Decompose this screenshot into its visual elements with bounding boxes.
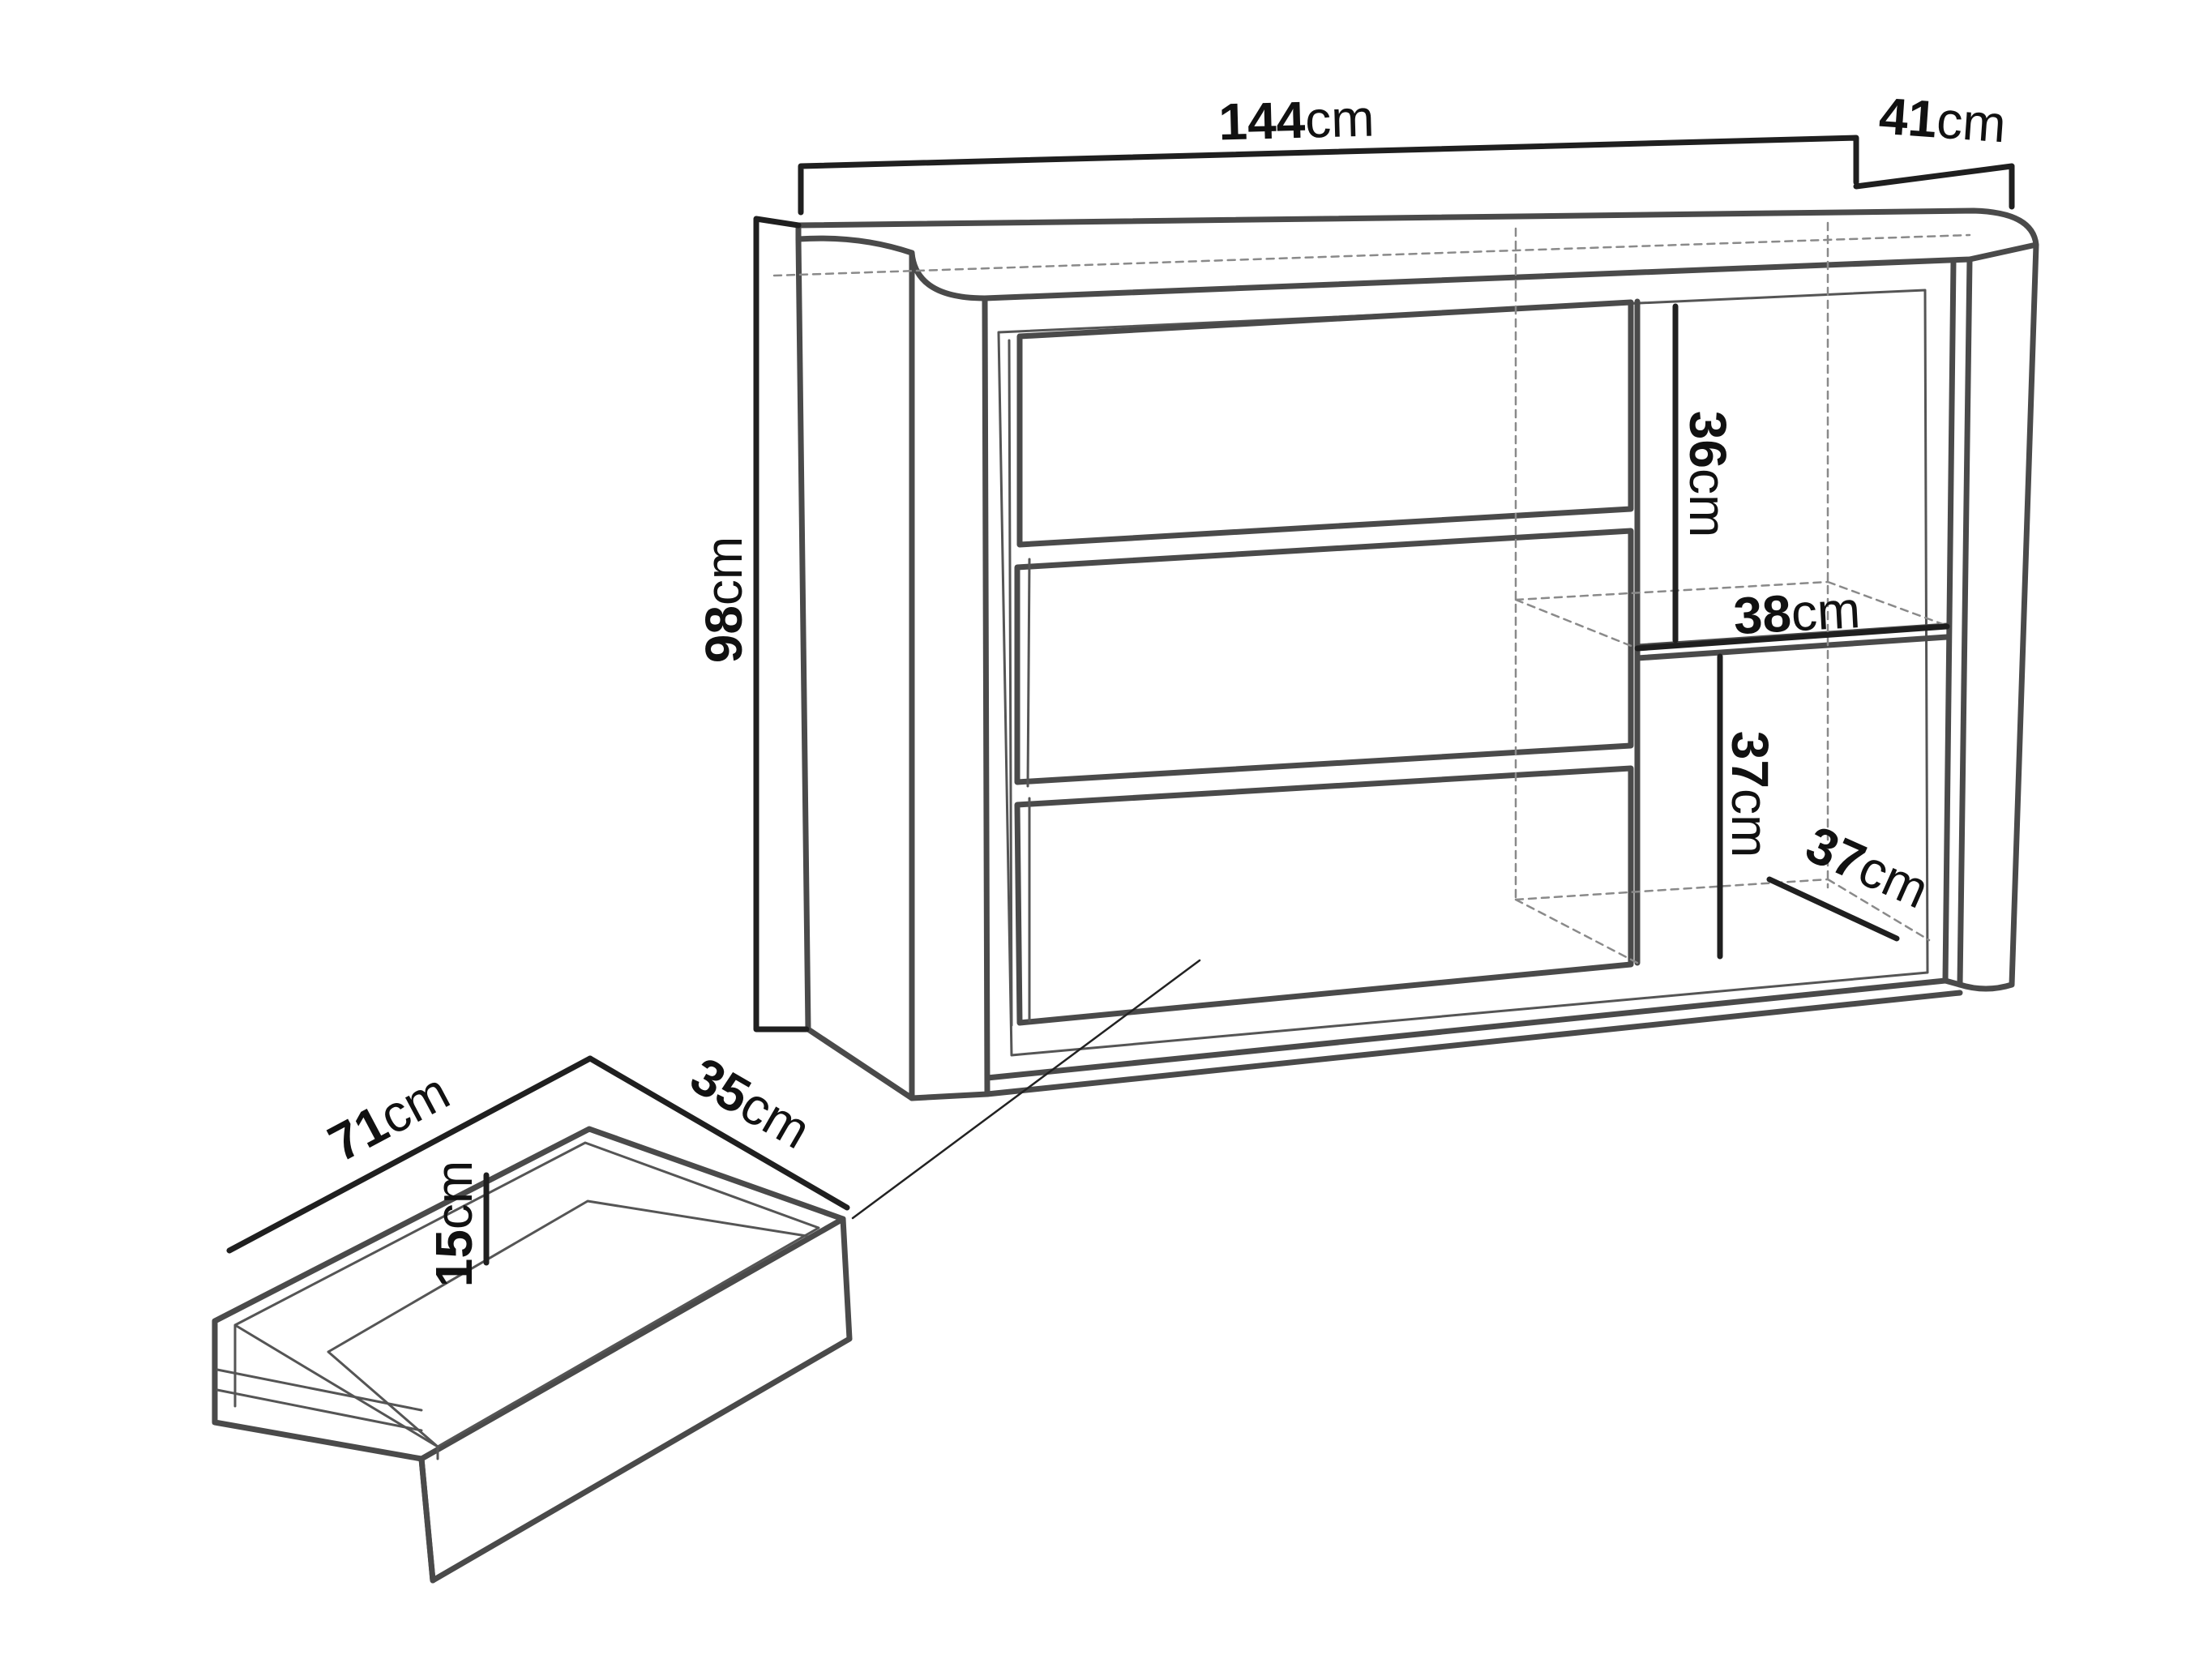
drawer-outer-box bbox=[212, 1126, 853, 1584]
drawer-side-edges bbox=[1008, 339, 1031, 1027]
dim-line-depth bbox=[1853, 163, 2015, 210]
dim-line-shelf-width bbox=[1634, 623, 1950, 652]
label-shelf-upper-unit: cm bbox=[1679, 468, 1737, 537]
label-drawer-height: 15cm bbox=[425, 1161, 483, 1288]
dimension-lines bbox=[226, 135, 2015, 1266]
sideboard-plinth bbox=[984, 977, 1963, 1097]
label-shelf-lower: 37cm bbox=[1721, 731, 1779, 858]
label-height: 98cm bbox=[695, 537, 753, 664]
label-width: 144cm bbox=[1217, 89, 1375, 152]
label-shelf-upper-value: 36 bbox=[1679, 411, 1737, 468]
label-shelf-width-unit: cm bbox=[1790, 580, 1862, 642]
label-shelf-upper: 36cm bbox=[1679, 411, 1737, 538]
sideboard-right-panel bbox=[1957, 242, 2039, 992]
drawer-illustration bbox=[212, 959, 1201, 1584]
label-drawer-height-value: 15 bbox=[425, 1229, 483, 1287]
label-height-unit: cm bbox=[695, 537, 753, 605]
drawer-front-top bbox=[1016, 299, 1634, 548]
right-panel-inner-edge bbox=[1942, 258, 1957, 984]
drawer-leader-line bbox=[851, 959, 1201, 1220]
label-shelf-width: 38cm bbox=[1732, 580, 1862, 645]
label-drawer-depth: 35cm bbox=[681, 1046, 820, 1161]
drawer-side-rails bbox=[216, 1368, 423, 1432]
sideboard-top bbox=[795, 207, 2039, 301]
hidden-lines bbox=[772, 221, 1971, 964]
label-depth: 41cm bbox=[1877, 87, 2008, 154]
dim-line-drawer-depth bbox=[587, 1055, 850, 1211]
dim-line-height bbox=[753, 216, 810, 1033]
label-shelf-width-value: 38 bbox=[1732, 584, 1793, 645]
dim-line-width bbox=[798, 135, 1859, 216]
label-depth-unit: cm bbox=[1935, 91, 2008, 154]
sideboard-left-panel bbox=[795, 236, 990, 1101]
drawer-front-bottom bbox=[1014, 765, 1634, 1026]
label-width-value: 144 bbox=[1217, 91, 1306, 152]
label-shelf-lower-unit: cm bbox=[1721, 789, 1779, 857]
label-depth-value: 41 bbox=[1877, 87, 1939, 149]
drawer-front-middle bbox=[1014, 528, 1634, 785]
sideboard bbox=[772, 207, 2039, 1101]
label-drawer-height-unit: cm bbox=[425, 1161, 483, 1229]
drawer-front-panel bbox=[418, 1216, 846, 1584]
label-drawer-width: 71cm bbox=[319, 1062, 459, 1173]
label-width-unit: cm bbox=[1304, 89, 1375, 149]
label-height-value: 98 bbox=[695, 605, 753, 663]
sideboard-front-frame bbox=[997, 289, 1929, 1057]
dim-line-drawer-width bbox=[226, 1055, 593, 1254]
label-shelf-lower-value: 37 bbox=[1721, 731, 1779, 789]
dim-line-shelf-depth bbox=[1766, 876, 1900, 942]
